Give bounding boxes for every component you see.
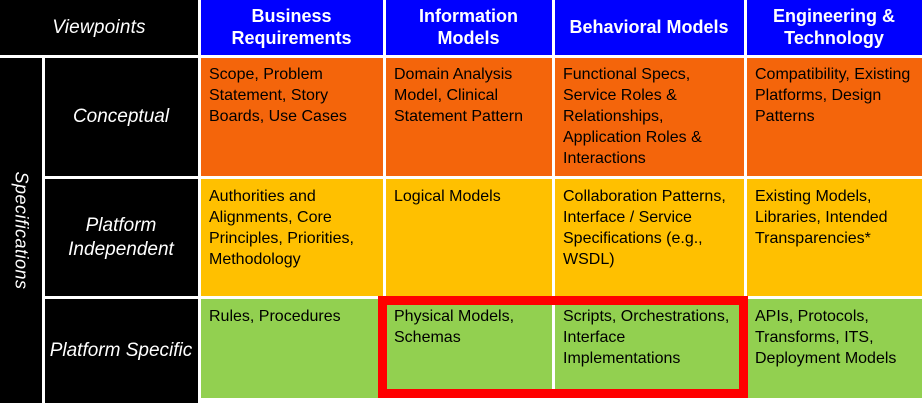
cell-platform-specific-information-models: Physical Models, Schemas: [385, 299, 552, 398]
row-label-platform-specific: Platform Specific: [44, 299, 198, 403]
grid-divider-vertical: [744, 0, 747, 403]
row-label-conceptual: Conceptual: [44, 57, 198, 176]
grid-divider-vertical: [383, 0, 386, 403]
cell-platform-independent-engineering-technology: Existing Models, Libraries, Intended Tra…: [746, 179, 922, 296]
corner-header-viewpoints: Viewpoints: [0, 0, 198, 55]
column-header-behavioral-models: Behavioral Models: [554, 0, 744, 55]
cell-conceptual-business-requirements: Scope, Problem Statement, Story Boards, …: [200, 57, 383, 176]
cell-platform-independent-behavioral-models: Collaboration Patterns, Interface / Serv…: [554, 179, 744, 296]
cell-platform-specific-engineering-technology: APIs, Protocols, Transforms, ITS, Deploy…: [746, 299, 922, 398]
cell-platform-independent-business-requirements: Authorities and Alignments, Core Princip…: [200, 179, 383, 296]
grid-divider-vertical: [42, 55, 45, 403]
grid-divider-horizontal: [42, 176, 922, 179]
cell-conceptual-information-models: Domain Analysis Model, Clinical Statemen…: [385, 57, 552, 176]
grid-divider-horizontal: [42, 296, 922, 299]
side-label-text: Specifications: [11, 170, 32, 290]
side-label-specifications: Specifications: [0, 57, 42, 403]
column-header-business-requirements: Business Requirements: [200, 0, 383, 55]
cell-conceptual-behavioral-models: Functional Specs, Service Roles & Relati…: [554, 57, 744, 176]
grid-divider-vertical: [198, 0, 201, 403]
cell-platform-specific-behavioral-models: Scripts, Orchestrations, Interface Imple…: [554, 299, 744, 398]
grid-divider-vertical: [552, 0, 555, 403]
cell-conceptual-engineering-technology: Compatibility, Existing Platforms, Desig…: [746, 57, 922, 176]
column-header-information-models: Information Models: [385, 0, 552, 55]
cell-platform-independent-information-models: Logical Models: [385, 179, 552, 296]
row-label-platform-independent: Platform Independent: [44, 179, 198, 296]
grid-divider-horizontal: [0, 55, 922, 58]
column-header-engineering-technology: Engineering & Technology: [746, 0, 922, 55]
cell-platform-specific-business-requirements: Rules, Procedures: [200, 299, 383, 398]
